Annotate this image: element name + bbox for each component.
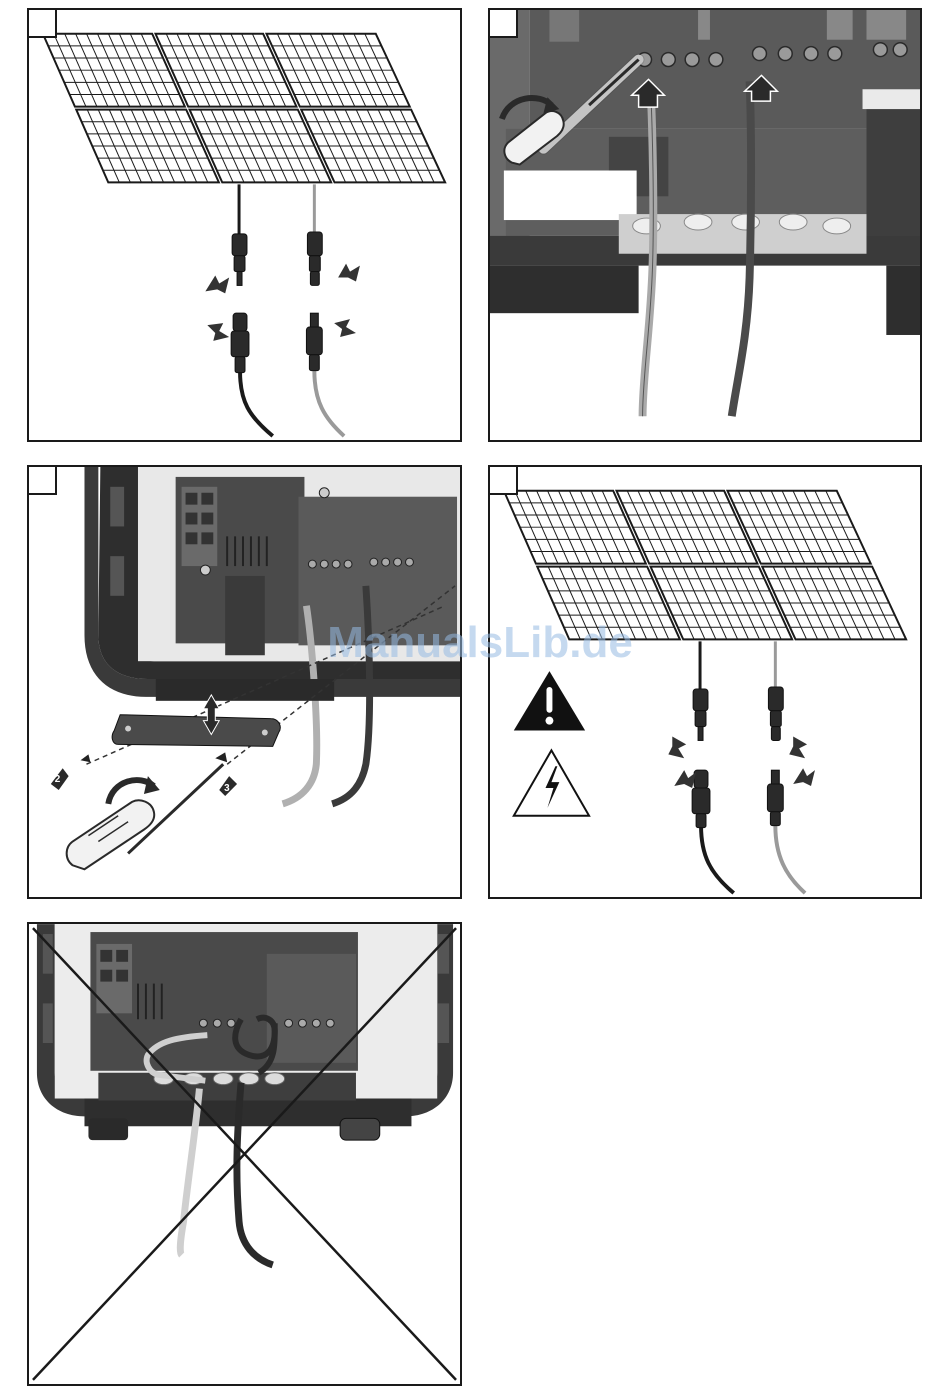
- prohibited-wiring-illustration: [29, 924, 460, 1384]
- step-number-box: [488, 8, 518, 38]
- illustration-panel-disconnect-pv: [27, 8, 462, 442]
- illustration-panel-reconnect-pv: [488, 465, 922, 899]
- high-voltage-icon: [514, 750, 589, 815]
- mc4-connector-lower-right: [306, 313, 322, 370]
- mc4-connector-upper-left: [232, 234, 247, 286]
- exclamation-triangle-icon: [514, 671, 585, 730]
- mc4-connector-lower-left: [231, 313, 249, 372]
- terminal-release-illustration: [490, 10, 920, 440]
- blank-label-area: [504, 171, 637, 221]
- pull-apart-arrows: [205, 264, 360, 341]
- solar-module-array: [504, 491, 906, 640]
- illustration-panel-release-terminals: [488, 8, 922, 442]
- solar-panel-reconnect-illustration: [490, 467, 920, 897]
- illustration-panel-prohibited: [27, 922, 462, 1386]
- step-number-box: [27, 465, 57, 495]
- illustration-panel-remove-cover: 2 3: [27, 465, 462, 899]
- solar-module-array: [43, 34, 445, 183]
- svg-text:3: 3: [224, 783, 230, 794]
- step-number-box: [27, 8, 57, 38]
- step-number-box: [488, 465, 518, 495]
- screw-marker-3: 3: [219, 776, 237, 796]
- mc4-connector-upper-right: [307, 232, 322, 286]
- screwdriver-icon: [67, 764, 224, 869]
- push-together-arrows: [668, 736, 815, 788]
- svg-text:2: 2: [55, 774, 61, 785]
- cover-removal-illustration: 2 3: [29, 467, 460, 897]
- screw-marker-2: 2: [51, 768, 69, 790]
- solar-panel-disconnect-illustration: [29, 10, 460, 440]
